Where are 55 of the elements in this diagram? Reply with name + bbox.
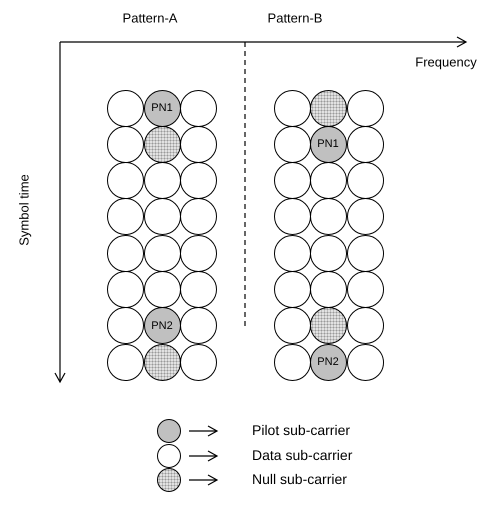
data-subcarrier-circle <box>274 344 310 381</box>
data-subcarrier-circle <box>310 162 346 200</box>
data-subcarrier-circle <box>310 271 346 308</box>
data-subcarrier-circle <box>106 271 144 308</box>
data-subcarrier-circle <box>310 234 346 272</box>
data-subcarrier-circle <box>274 126 310 163</box>
data-subcarrier-circle <box>274 198 310 236</box>
data-subcarrier-circle <box>346 126 384 163</box>
pattern-heading: Pattern-B <box>268 10 322 26</box>
data-subcarrier-circle <box>346 307 384 344</box>
pilot-subcarrier-circle: PN2 <box>144 307 180 344</box>
data-subcarrier-circle <box>180 307 216 344</box>
pattern-heading: Pattern-A <box>122 10 178 26</box>
data-subcarrier-circle <box>144 162 180 200</box>
data-subcarrier-circle <box>106 198 144 236</box>
data-subcarrier-circle <box>180 344 216 381</box>
data-subcarrier-circle <box>346 271 384 308</box>
legend-text: Null sub-carrier <box>252 471 347 487</box>
data-subcarrier-circle <box>180 234 216 272</box>
data-subcarrier-circle <box>106 344 144 381</box>
null-subcarrier-circle <box>144 126 180 163</box>
data-subcarrier-circle <box>346 234 384 272</box>
pilot-subcarrier-circle: PN2 <box>310 344 346 381</box>
data-subcarrier-circle <box>310 198 346 236</box>
legend-text: Data sub-carrier <box>252 447 352 463</box>
data-subcarrier-circle <box>346 162 384 200</box>
data-subcarrier-circle <box>180 162 216 200</box>
data-subcarrier-circle <box>180 90 216 126</box>
data-subcarrier-circle <box>346 344 384 381</box>
data-subcarrier-circle <box>346 90 384 126</box>
null-subcarrier-circle <box>144 344 180 381</box>
pilot-subcarrier-circle: PN1 <box>310 126 346 163</box>
data-subcarrier-circle <box>144 198 180 236</box>
data-subcarrier-circle <box>144 271 180 308</box>
data-subcarrier-circle <box>180 198 216 236</box>
data-subcarrier-circle <box>180 271 216 308</box>
legend-text: Pilot sub-carrier <box>252 422 350 438</box>
data-subcarrier-circle <box>274 90 310 126</box>
data-subcarrier-circle <box>106 162 144 200</box>
data-subcarrier-circle <box>274 271 310 308</box>
data-subcarrier-circle <box>274 162 310 200</box>
data-subcarrier-circle <box>106 126 144 163</box>
data-subcarrier-circle <box>106 307 144 344</box>
null-subcarrier-circle <box>310 90 346 126</box>
data-subcarrier-circle <box>180 126 216 163</box>
data-subcarrier-circle <box>106 90 144 126</box>
data-subcarrier-circle <box>274 234 310 272</box>
axis-label: Symbol time <box>16 174 32 246</box>
pilot-subcarrier-circle: PN1 <box>144 90 180 126</box>
data-subcarrier-circle <box>274 307 310 344</box>
data-subcarrier-circle <box>144 234 180 272</box>
axis-label: Frequency <box>415 54 477 70</box>
data-subcarrier-circle <box>106 234 144 272</box>
data-subcarrier-circle <box>346 198 384 236</box>
null-subcarrier-circle <box>310 307 346 344</box>
